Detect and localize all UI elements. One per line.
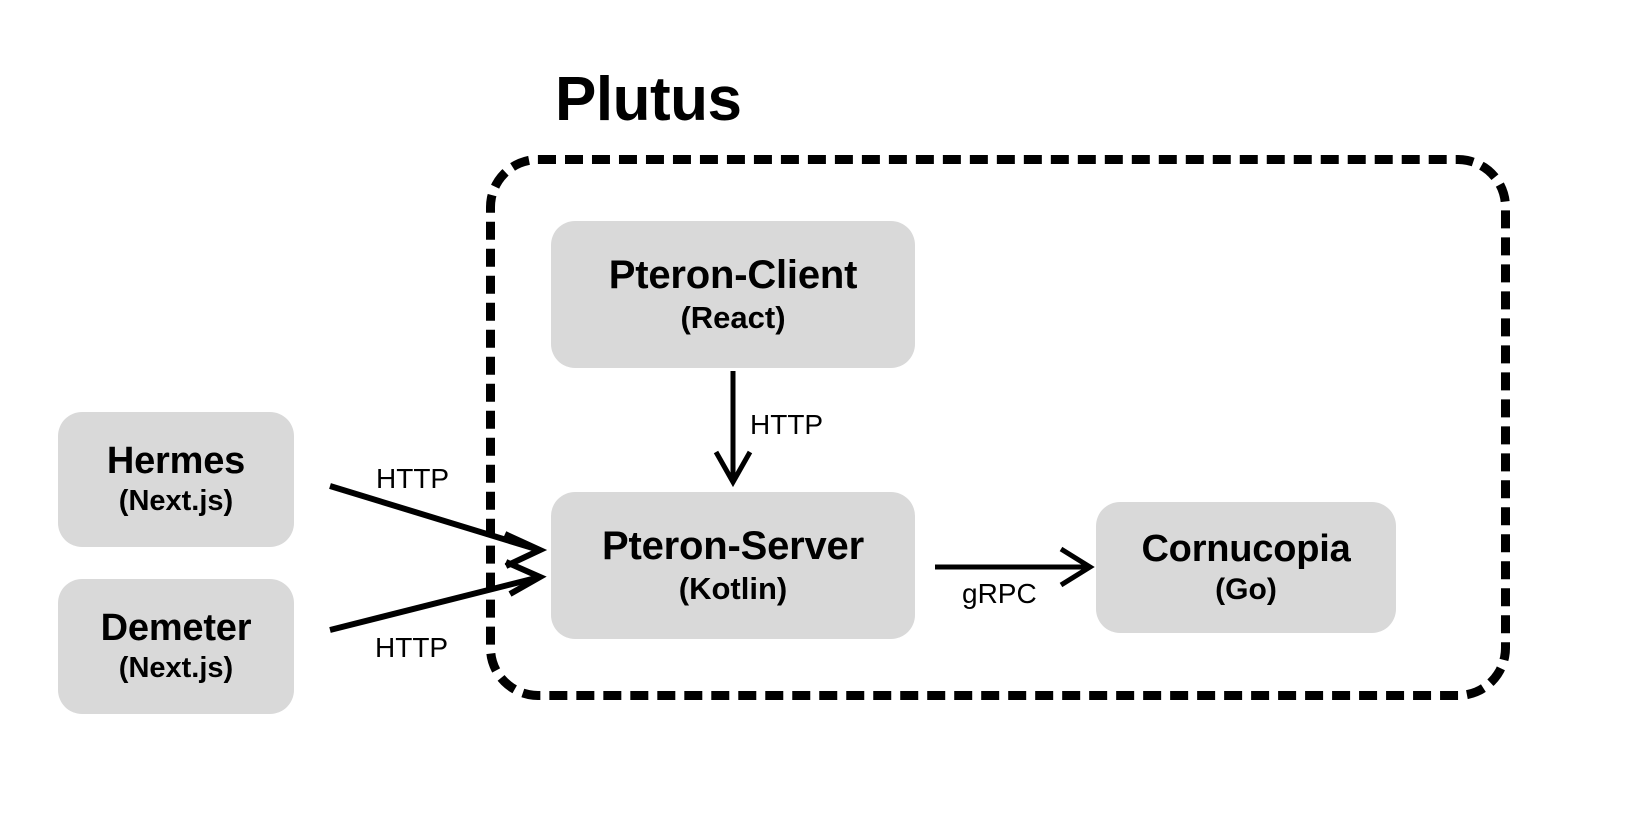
node-cornucopia-title: Cornucopia	[1141, 527, 1351, 570]
node-pteron-client-subtitle: (React)	[680, 300, 786, 336]
group-title-plutus: Plutus	[555, 65, 742, 134]
node-cornucopia[interactable]: Cornucopia (Go)	[1096, 502, 1396, 633]
edge-server-to-cornucopia	[935, 546, 1095, 588]
node-pteron-server-subtitle: (Kotlin)	[678, 571, 788, 607]
node-cornucopia-subtitle: (Go)	[1215, 573, 1277, 607]
node-demeter[interactable]: Demeter (Next.js)	[58, 579, 294, 714]
node-demeter-subtitle: (Next.js)	[118, 651, 234, 684]
plutus-group-boundary	[486, 155, 1510, 700]
node-hermes[interactable]: Hermes (Next.js)	[58, 412, 294, 547]
edge-label-grpc: gRPC	[962, 578, 1037, 609]
edge-demeter-to-pteron-server	[329, 559, 547, 633]
node-pteron-server-title: Pteron-Server	[602, 523, 864, 568]
node-hermes-title: Hermes	[106, 440, 246, 483]
edge-hermes-to-pteron-server	[329, 483, 548, 569]
node-pteron-client[interactable]: Pteron-Client (React)	[551, 221, 915, 368]
edge-label-hermes-http: HTTP	[376, 463, 450, 494]
node-hermes-subtitle: (Next.js)	[118, 484, 234, 517]
edge-client-to-server	[713, 371, 753, 488]
edge-label-client-http: HTTP	[750, 409, 824, 440]
node-pteron-client-title: Pteron-Client	[608, 252, 858, 297]
edge-label-demeter-http: HTTP	[375, 632, 449, 663]
node-pteron-server[interactable]: Pteron-Server (Kotlin)	[551, 492, 915, 639]
node-demeter-title: Demeter	[100, 607, 252, 650]
